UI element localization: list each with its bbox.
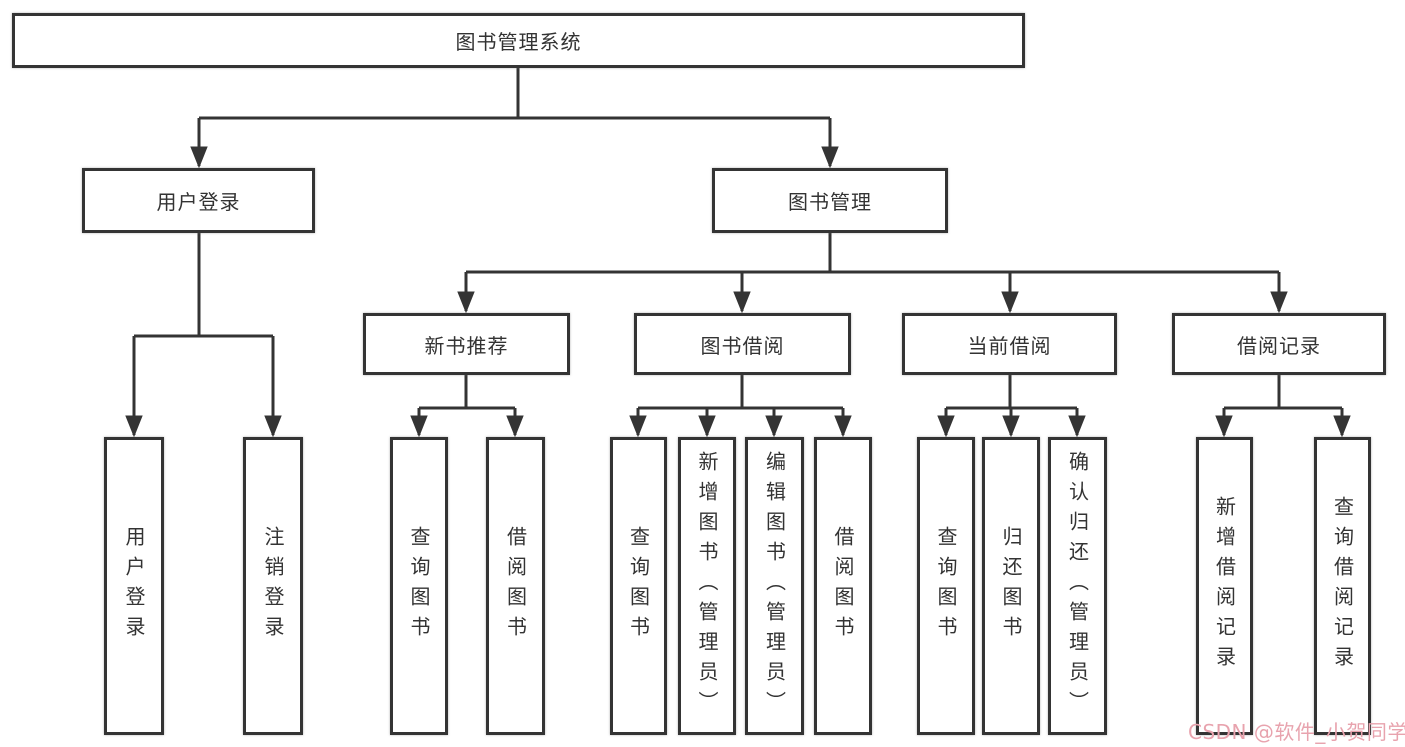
node-user-login-label: 用户登录 (156, 190, 241, 214)
connector-book-management-children (466, 233, 1279, 311)
leaf-edit-book-admin-label: 编辑图书（管理员） (762, 451, 787, 721)
leaf-query-books-recommend: 查询图书 (390, 437, 448, 735)
leaf-query-books-recommend-label: 查询图书 (407, 526, 431, 646)
leaf-return-books-label: 归还图书 (999, 526, 1023, 646)
leaf-borrow-books-recommend: 借阅图书 (486, 437, 545, 735)
leaf-borrow-books-borrowing: 借阅图书 (814, 437, 872, 735)
leaf-edit-book-admin: 编辑图书（管理员） (745, 437, 804, 735)
node-borrow-records-label: 借阅记录 (1237, 333, 1321, 358)
connector-book-borrowing-children (638, 375, 843, 435)
connector-borrow-records-children (1224, 375, 1342, 435)
leaf-borrow-books-recommend-label: 借阅图书 (503, 526, 528, 646)
leaf-user-login: 用户登录 (104, 437, 164, 735)
node-book-borrowing-label: 图书借阅 (700, 333, 785, 358)
leaf-confirm-return-admin-label: 确认归还（管理员） (1065, 451, 1090, 721)
node-new-book-recommend: 新书推荐 (363, 313, 570, 375)
node-book-management: 图书管理 (712, 168, 948, 233)
connector-user-login-children (134, 233, 273, 435)
connector-current-borrowing-children (946, 375, 1077, 435)
node-borrow-records: 借阅记录 (1172, 313, 1386, 375)
node-new-book-recommend-label: 新书推荐 (424, 333, 509, 358)
leaf-query-books-current-label: 查询图书 (934, 526, 958, 646)
node-current-borrowing-label: 当前借阅 (967, 333, 1052, 358)
node-book-management-label: 图书管理 (788, 190, 872, 214)
leaf-query-borrow-record: 查询借阅记录 (1314, 437, 1371, 735)
node-root-system-label: 图书管理系统 (455, 30, 582, 54)
leaf-query-books-current: 查询图书 (917, 437, 975, 735)
leaf-borrow-books-borrowing-label: 借阅图书 (831, 526, 855, 646)
leaf-add-borrow-record-label: 新增借阅记录 (1212, 496, 1237, 676)
leaf-user-login-label: 用户登录 (122, 526, 146, 646)
leaf-logout-label: 注销登录 (261, 526, 285, 646)
leaf-query-borrow-record-label: 查询借阅记录 (1330, 496, 1355, 676)
leaf-query-books-borrowing: 查询图书 (610, 437, 667, 735)
leaf-add-book-admin: 新增图书（管理员） (678, 437, 736, 735)
connector-root-to-level2 (199, 68, 830, 166)
node-root-system: 图书管理系统 (12, 13, 1025, 68)
leaf-return-books: 归还图书 (982, 437, 1040, 735)
leaf-query-books-borrowing-label: 查询图书 (626, 526, 651, 646)
connector-new-book-recommend-children (419, 375, 515, 435)
leaf-add-borrow-record: 新增借阅记录 (1196, 437, 1253, 735)
node-user-login: 用户登录 (82, 168, 315, 233)
leaf-add-book-admin-label: 新增图书（管理员） (695, 451, 719, 721)
leaf-confirm-return-admin: 确认归还（管理员） (1048, 437, 1107, 735)
csdn-watermark: CSDN @软件_小贺同学 (1188, 720, 1405, 744)
node-current-borrowing: 当前借阅 (902, 313, 1117, 375)
leaf-logout: 注销登录 (243, 437, 303, 735)
node-book-borrowing: 图书借阅 (634, 313, 851, 375)
